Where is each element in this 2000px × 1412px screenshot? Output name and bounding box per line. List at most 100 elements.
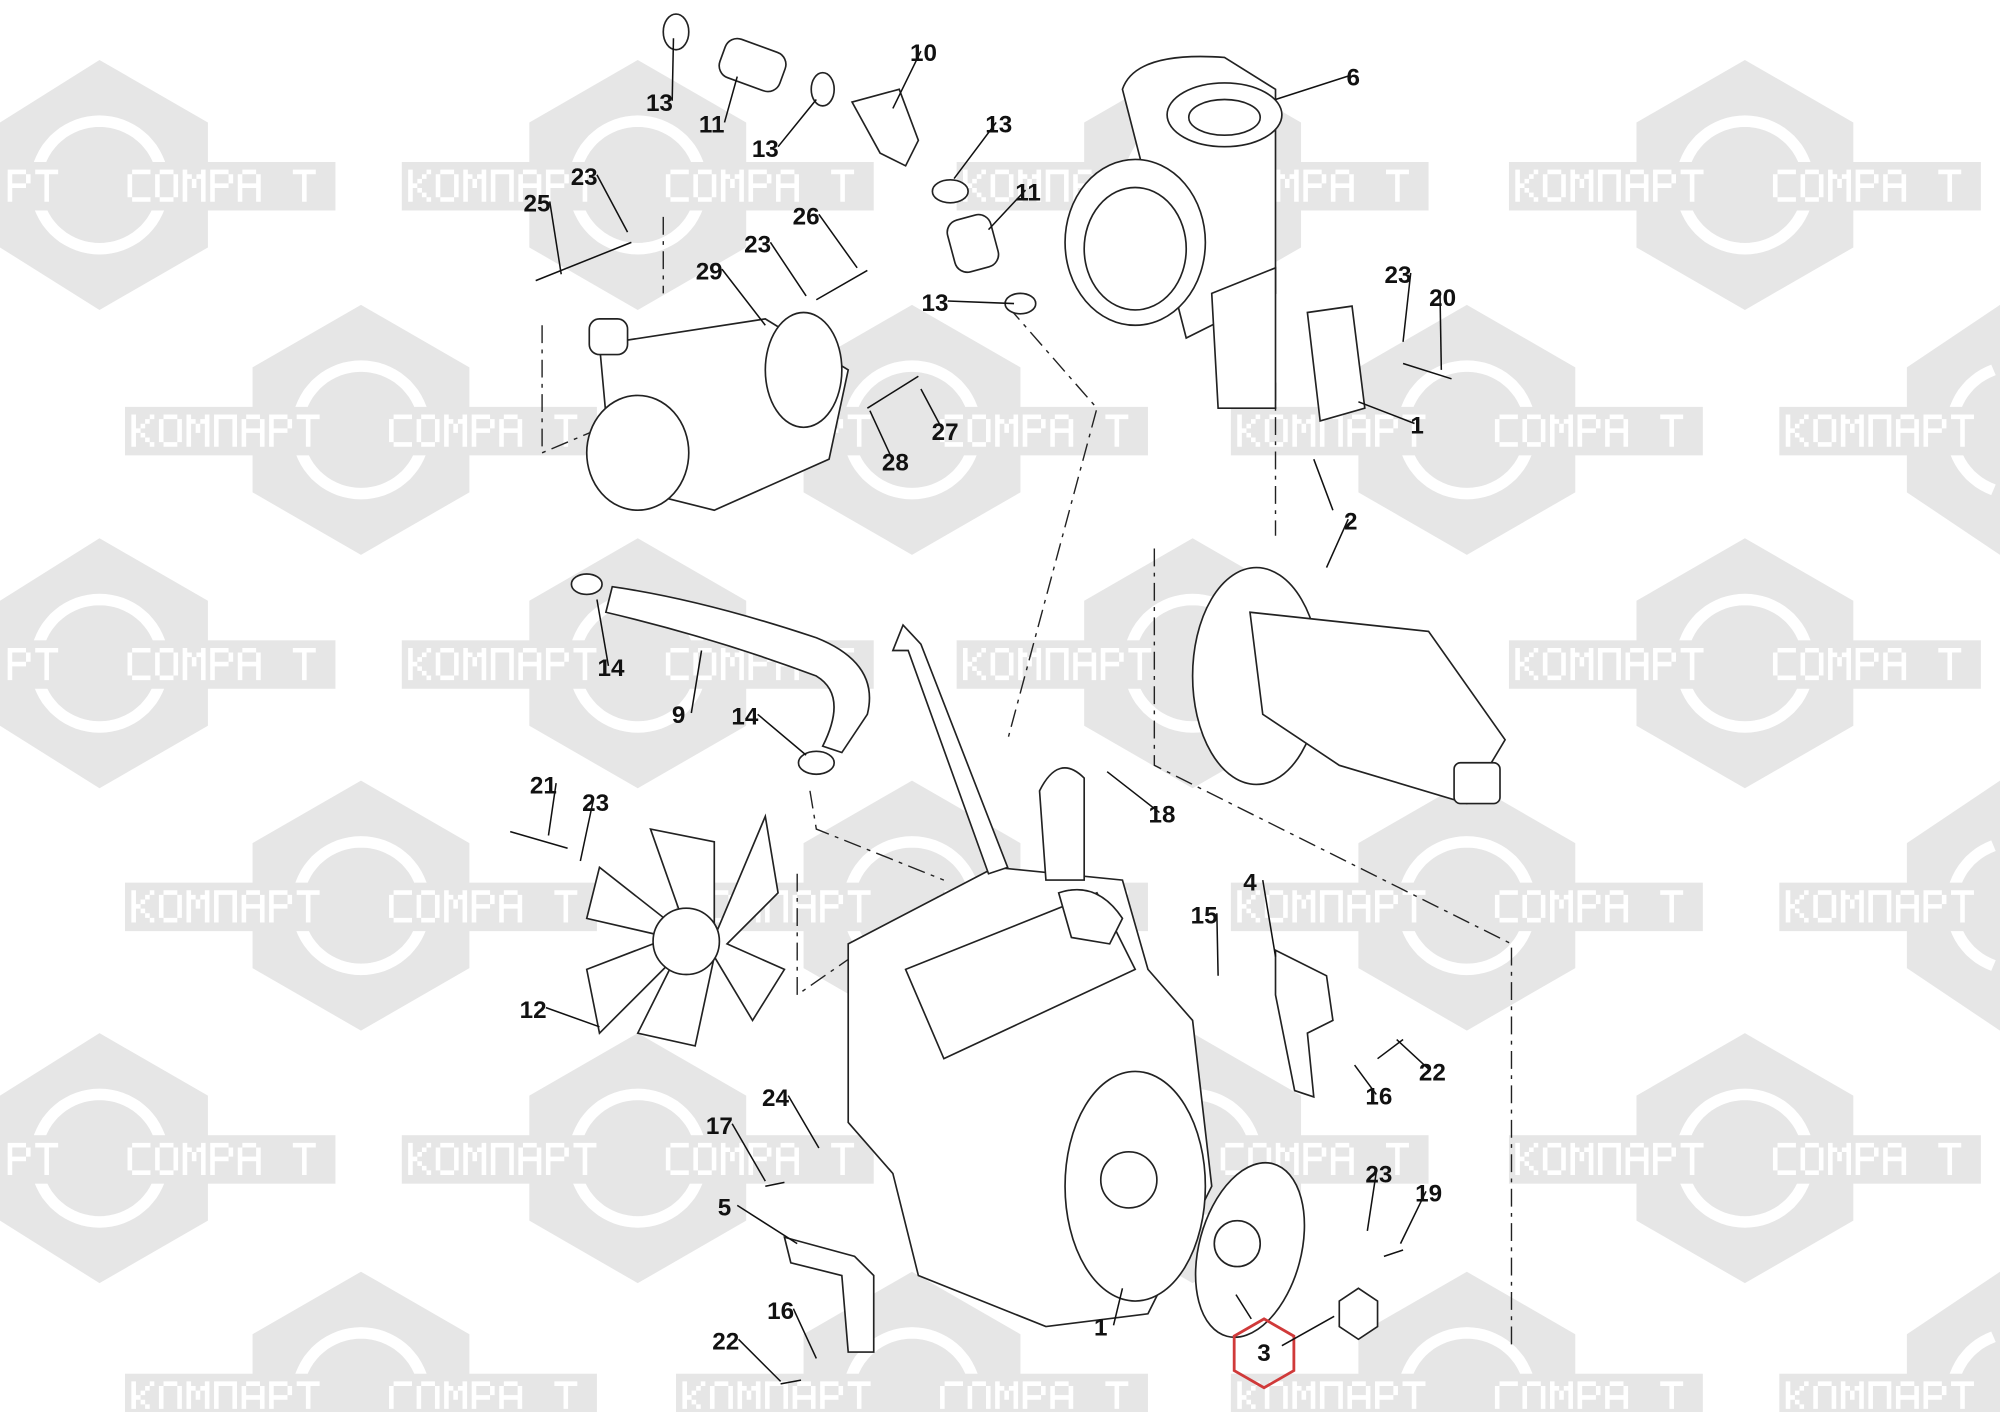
watermark-logo-latin (1494, 1381, 1684, 1409)
watermark-hexagon (803, 304, 1021, 555)
callout-label: 11 (1015, 179, 1041, 206)
watermark-logo-cyrillic (1237, 1381, 1426, 1409)
watermark-tile (1779, 780, 2000, 1031)
callout-5[interactable]: 5 (718, 1195, 798, 1245)
watermark-logo-cyrillic (1237, 414, 1426, 447)
callout-1[interactable]: 1 (1094, 1288, 1124, 1341)
air-cleaner (1064, 55, 1366, 422)
callout-23[interactable]: 23 (1384, 262, 1412, 342)
callout-27[interactable]: 27 (920, 388, 959, 446)
callout-1[interactable]: 1 (1358, 401, 1424, 440)
callout-label: 23 (1365, 1161, 1392, 1188)
watermark-tile (1230, 780, 1703, 1031)
watermark-tile (401, 59, 874, 310)
callout-26[interactable]: 26 (793, 203, 858, 269)
callout-14[interactable]: 14 (731, 703, 807, 756)
callout-17[interactable]: 17 (706, 1113, 766, 1182)
callout-21[interactable]: 21 (530, 772, 557, 836)
watermark-logo-cyrillic (408, 647, 597, 681)
callout-23[interactable]: 23 (1365, 1161, 1392, 1231)
callout-13[interactable]: 13 (921, 290, 1015, 317)
hose-pipe-top (662, 13, 1037, 315)
watermark-tile (0, 538, 336, 789)
callout-13[interactable]: 13 (953, 112, 1012, 180)
watermark-tile (1230, 1271, 1703, 1412)
callout-23[interactable]: 23 (744, 232, 807, 297)
callout-3[interactable]: 3 (1232, 1294, 1335, 1390)
engine-parts-artwork (509, 13, 1513, 1385)
callout-4[interactable]: 4 (1243, 869, 1277, 957)
watermark-logo-cyrillic (1237, 890, 1426, 923)
watermark-tile (1508, 538, 1981, 789)
watermark-hexagon (529, 59, 747, 310)
callout-9[interactable]: 9 (672, 650, 703, 730)
watermark-tile (676, 304, 1148, 555)
callout-label: 26 (793, 203, 820, 230)
callout-12[interactable]: 12 (520, 997, 600, 1028)
callout-label: 5 (718, 1195, 731, 1222)
watermark-hexagon (252, 304, 470, 555)
callout-23[interactable]: 23 (579, 790, 609, 862)
watermark-bar (956, 640, 1161, 689)
callout-13[interactable]: 13 (752, 99, 817, 163)
watermark-logo-latin (127, 1142, 316, 1176)
callout-label: 23 (744, 232, 771, 259)
callout-29[interactable]: 29 (696, 258, 766, 326)
callout-label: 22 (1419, 1059, 1446, 1086)
watermark-logo-latin (1772, 1142, 1962, 1176)
callout-22[interactable]: 22 (1396, 1038, 1446, 1087)
callout-18[interactable]: 18 (1106, 771, 1175, 829)
watermark-logo-cyrillic (131, 890, 320, 923)
watermark-logo-latin (389, 414, 578, 447)
callout-label: 28 (882, 450, 909, 477)
watermark-logo-latin (1772, 647, 1962, 681)
watermark-tile (1230, 304, 1703, 555)
watermark-bar (1779, 882, 1984, 932)
watermark-logo-cyrillic (1515, 647, 1704, 681)
callout-label: 23 (582, 790, 609, 817)
watermark-tile (125, 1271, 597, 1412)
callout-22[interactable]: 22 (712, 1328, 782, 1382)
hydraulic-pump (1191, 566, 1507, 805)
watermark-logo-latin (665, 647, 855, 681)
watermark-logo-cyrillic (1515, 169, 1704, 202)
callout-2[interactable]: 2 (1325, 508, 1358, 568)
callout-28[interactable]: 28 (869, 410, 909, 477)
callout-label: 24 (762, 1085, 789, 1112)
engine-block (847, 767, 1213, 1328)
callout-11[interactable]: 11 (699, 76, 738, 139)
callout-25[interactable]: 25 (524, 191, 562, 275)
callout-label: 13 (752, 136, 779, 163)
callout-label: 21 (530, 772, 557, 799)
callout-23[interactable]: 23 (571, 164, 629, 233)
callout-label: 16 (1365, 1084, 1392, 1111)
callout-label: 15 (1191, 902, 1218, 929)
cooling-fan (585, 813, 786, 1047)
watermark-logo-latin (665, 1142, 855, 1176)
callout-24[interactable]: 24 (762, 1085, 820, 1149)
callout-19[interactable]: 19 (1399, 1181, 1443, 1244)
callout-label: 1 (1094, 1314, 1107, 1341)
callout-16[interactable]: 16 (767, 1298, 818, 1359)
callout-13[interactable]: 13 (646, 38, 675, 117)
watermark-tile (125, 780, 597, 1031)
callout-label: 6 (1347, 64, 1360, 91)
watermark-bar (125, 1373, 330, 1412)
callout-6[interactable]: 6 (1275, 64, 1361, 101)
watermark-tile (1508, 59, 1981, 310)
callout-14[interactable]: 14 (596, 599, 625, 682)
watermark-logo-latin (1772, 169, 1962, 202)
callout-11[interactable]: 11 (987, 179, 1041, 231)
watermark-logo-latin (940, 414, 1129, 447)
watermark-logo-cyrillic (131, 414, 320, 447)
callout-15[interactable]: 15 (1191, 902, 1219, 976)
watermark-logo-cyrillic (408, 1142, 597, 1176)
callout-20[interactable]: 20 (1429, 285, 1456, 370)
callout-16[interactable]: 16 (1353, 1064, 1393, 1111)
callout-label: 12 (520, 997, 547, 1024)
callout-10[interactable]: 10 (892, 40, 937, 109)
watermark-bar (1508, 1135, 1714, 1184)
watermark-logo-latin (389, 1381, 578, 1409)
